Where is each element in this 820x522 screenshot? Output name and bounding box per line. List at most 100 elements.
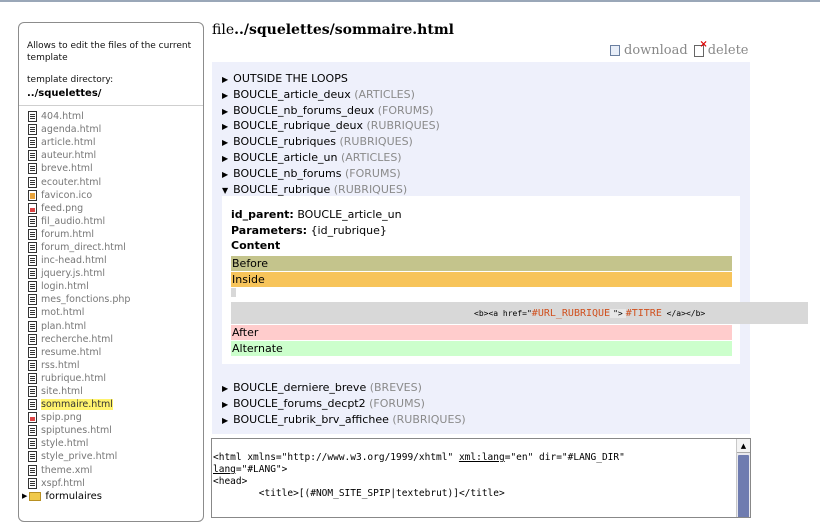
file-item[interactable]: login.html	[28, 280, 130, 293]
loop-item[interactable]: ▶BOUCLE_forums_decpt2 (FORUMS)	[222, 397, 425, 410]
file-name: spip.png	[41, 412, 82, 424]
delete-icon[interactable]	[693, 39, 708, 57]
file-item[interactable]: site.html	[28, 385, 130, 398]
file-icon	[28, 464, 37, 476]
file-item[interactable]: plan.html	[28, 320, 130, 333]
id-parent-value: BOUCLE_article_un	[297, 208, 402, 221]
scrollbar-thumb[interactable]	[738, 455, 749, 517]
file-icon	[28, 320, 37, 332]
file-name: sommaire.html	[41, 399, 113, 411]
file-item[interactable]: favicon.ico	[28, 189, 130, 202]
file-item[interactable]: rss.html	[28, 359, 130, 372]
php-file-icon	[28, 294, 37, 306]
file-item[interactable]: fil_audio.html	[28, 215, 130, 228]
loop-item[interactable]: ▶BOUCLE_nb_forums_deux (FORUMS)	[222, 104, 433, 117]
after-section[interactable]: After	[231, 325, 732, 340]
file-icon	[28, 307, 37, 319]
file-name: rss.html	[41, 359, 80, 371]
titre-tag: #TITRE	[625, 308, 662, 319]
code-editor-text[interactable]: <html xmlns="http://www.w3.org/1999/xhtm…	[213, 452, 625, 499]
loop-item[interactable]: ▶BOUCLE_rubrik_brv_affichee (RUBRIQUES)	[222, 413, 466, 426]
loop-item[interactable]: ▶BOUCLE_rubriques (RUBRIQUES)	[222, 135, 413, 148]
file-item[interactable]: rubrique.html	[28, 372, 130, 385]
code-editor[interactable]: <html xmlns="http://www.w3.org/1999/xhtm…	[211, 438, 751, 518]
expand-arrow-icon[interactable]: ▶	[222, 75, 229, 84]
file-item[interactable]: jquery.js.html	[28, 267, 130, 280]
file-item[interactable]: spip.png	[28, 411, 130, 424]
expand-arrow-icon[interactable]: ▶	[222, 169, 229, 179]
file-item[interactable]: theme.xml	[28, 464, 130, 477]
loop-type: (BREVES)	[369, 381, 422, 394]
loop-name: OUTSIDE THE LOOPS	[233, 72, 348, 85]
content-heading: Content	[231, 239, 281, 252]
loop-name: BOUCLE_derniere_breve	[233, 381, 367, 394]
file-name: agenda.html	[41, 124, 102, 136]
file-browser-sidebar: Allows to edit the files of the current …	[18, 22, 204, 522]
expand-arrow-icon[interactable]: ▶	[222, 416, 229, 426]
loops-panel: id_parent: BOUCLE_article_un Parameters:…	[212, 62, 808, 434]
expand-arrow-icon[interactable]: ▶	[222, 90, 229, 100]
collapse-arrow-icon[interactable]: ▼	[222, 185, 229, 195]
id-parent-label: id_parent:	[231, 208, 294, 221]
before-section[interactable]: Before	[231, 256, 732, 271]
download-link[interactable]: download	[624, 43, 688, 58]
file-item[interactable]: auteur.html	[28, 149, 130, 162]
expand-arrow-icon[interactable]: ▶	[22, 492, 28, 501]
expand-arrow-icon[interactable]: ▶	[222, 106, 229, 116]
parameters-row: Parameters: {id_rubrique}	[231, 224, 387, 237]
folder-item[interactable]: ▶formulaires	[22, 490, 130, 503]
file-icon	[28, 241, 37, 253]
download-icon[interactable]	[610, 45, 620, 56]
file-name: site.html	[41, 386, 83, 398]
file-name: favicon.ico	[41, 189, 93, 201]
file-item[interactable]: forum.html	[28, 228, 130, 241]
file-name: login.html	[41, 281, 89, 293]
file-name: recherche.html	[41, 333, 114, 345]
file-item[interactable]: forum_direct.html	[28, 241, 130, 254]
file-actions: download delete	[610, 39, 749, 58]
editor-scrollbar[interactable]: ▲	[736, 439, 750, 517]
file-item[interactable]: feed.png	[28, 202, 130, 215]
loop-type: (RUBRIQUES)	[333, 182, 408, 196]
loop-item[interactable]: ▶ BOUCLE_derniere_breve (BREVES)	[222, 381, 422, 394]
file-item[interactable]: 404.html	[28, 110, 130, 123]
file-name: style_prive.html	[41, 451, 118, 463]
file-item[interactable]: breve.html	[28, 162, 130, 175]
alternate-section[interactable]: Alternate	[231, 341, 732, 356]
sidebar-divider	[19, 105, 203, 106]
loop-item[interactable]: ▶ OUTSIDE THE LOOPS	[222, 72, 348, 85]
file-item[interactable]: inc-head.html	[28, 254, 130, 267]
loop-item[interactable]: ▶BOUCLE_nb_forums (FORUMS)	[222, 167, 401, 180]
file-item[interactable]: resume.html	[28, 346, 130, 359]
scroll-up-icon[interactable]: ▲	[737, 439, 750, 453]
file-item[interactable]: recherche.html	[28, 333, 130, 346]
file-name: resume.html	[41, 346, 102, 358]
delete-link[interactable]: delete	[707, 43, 749, 58]
loop-item[interactable]: ▶BOUCLE_rubrique_deux (RUBRIQUES)	[222, 119, 440, 132]
file-item[interactable]: style_prive.html	[28, 450, 130, 463]
file-item[interactable]: agenda.html	[28, 123, 130, 136]
inside-section[interactable]: Inside	[231, 272, 732, 287]
file-name: 404.html	[41, 111, 84, 123]
expand-arrow-icon[interactable]: ▶	[222, 138, 229, 148]
file-item[interactable]: mot.html	[28, 306, 130, 319]
file-icon	[28, 281, 37, 293]
expand-arrow-icon[interactable]: ▶	[222, 122, 229, 132]
file-item[interactable]: mes_fonctions.php	[28, 293, 130, 306]
loop-item[interactable]: ▶BOUCLE_article_un (ARTICLES)	[222, 151, 402, 164]
file-item[interactable]: spiptunes.html	[28, 424, 130, 437]
expand-arrow-icon[interactable]: ▶	[222, 384, 229, 393]
file-item[interactable]: sommaire.html	[28, 398, 130, 411]
loop-type: (ARTICLES)	[354, 87, 415, 101]
loop-item[interactable]: ▼BOUCLE_rubrique (RUBRIQUES)	[222, 183, 407, 196]
loop-item[interactable]: ▶BOUCLE_article_deux (ARTICLES)	[222, 88, 415, 101]
file-item[interactable]: style.html	[28, 437, 130, 450]
file-icon	[28, 215, 37, 227]
expand-arrow-icon[interactable]: ▶	[222, 154, 229, 163]
expand-arrow-icon[interactable]: ▶	[222, 400, 229, 410]
file-item[interactable]: ecouter.html	[28, 175, 130, 188]
file-item[interactable]: article.html	[28, 136, 130, 149]
file-item[interactable]: xspf.html	[28, 477, 130, 490]
inside-code-block: <b><a href="#URL_RUBRIQUE">#TITRE </a></…	[231, 302, 808, 324]
loop-type: (FORUMS)	[369, 397, 425, 411]
